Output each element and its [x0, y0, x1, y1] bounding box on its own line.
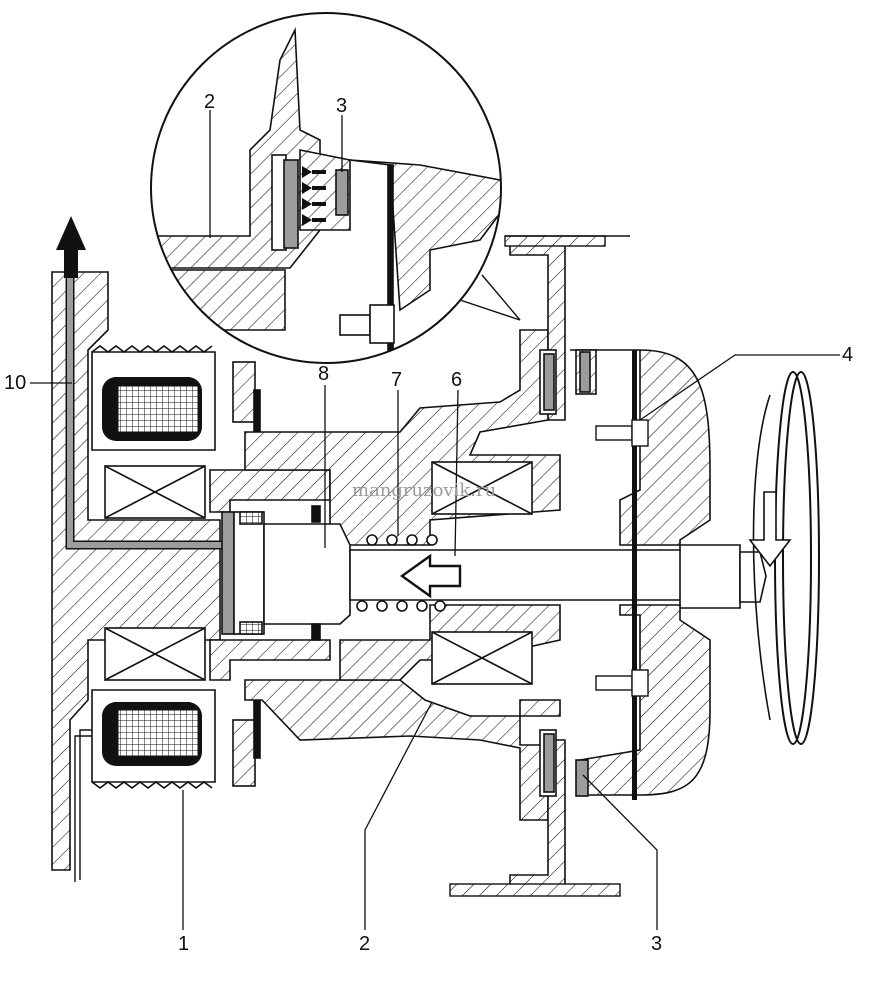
label-3: 3 — [651, 933, 662, 955]
zoom-label-2: 2 — [204, 91, 215, 113]
friction-disc-4 — [632, 350, 637, 800]
spring-7 — [356, 534, 446, 612]
magnet-coil-lower — [102, 702, 202, 766]
bearing-left-upper — [104, 465, 206, 519]
hub — [209, 469, 331, 681]
fan-housing — [570, 349, 711, 797]
label-4: 4 — [842, 344, 853, 366]
arrow-up-icon — [56, 216, 86, 278]
hollow-arrow-left-icon — [399, 553, 462, 599]
piston-8 — [221, 505, 351, 641]
grey-channel-10 — [65, 278, 230, 550]
watermark: mangruzovik.ru — [352, 480, 496, 501]
fan-ring — [774, 371, 820, 745]
label-1: 1 — [178, 933, 189, 955]
frame-bottom — [449, 883, 621, 897]
label-8: 8 — [318, 363, 329, 385]
shaft-6 — [349, 544, 767, 609]
bearing-left-lower — [104, 627, 206, 681]
mount-flange — [509, 244, 566, 886]
label-10: 10 — [4, 372, 26, 394]
bearing-right-lower — [431, 631, 533, 685]
magnet-coil-upper — [102, 377, 202, 441]
frame-top — [504, 235, 630, 247]
zoom-label-3: 3 — [336, 95, 347, 117]
bearing-right-upper — [431, 461, 533, 515]
pressure-arrows-icon — [302, 166, 326, 226]
zoom-detail-circle — [150, 12, 521, 364]
leader-lines — [30, 110, 840, 930]
armature-plates-left — [232, 361, 261, 787]
label-6: 6 — [451, 369, 462, 391]
label-2: 2 — [359, 933, 370, 955]
bolts-right — [595, 419, 649, 697]
rotation-arrow-icon — [748, 394, 792, 721]
label-7: 7 — [391, 369, 402, 391]
